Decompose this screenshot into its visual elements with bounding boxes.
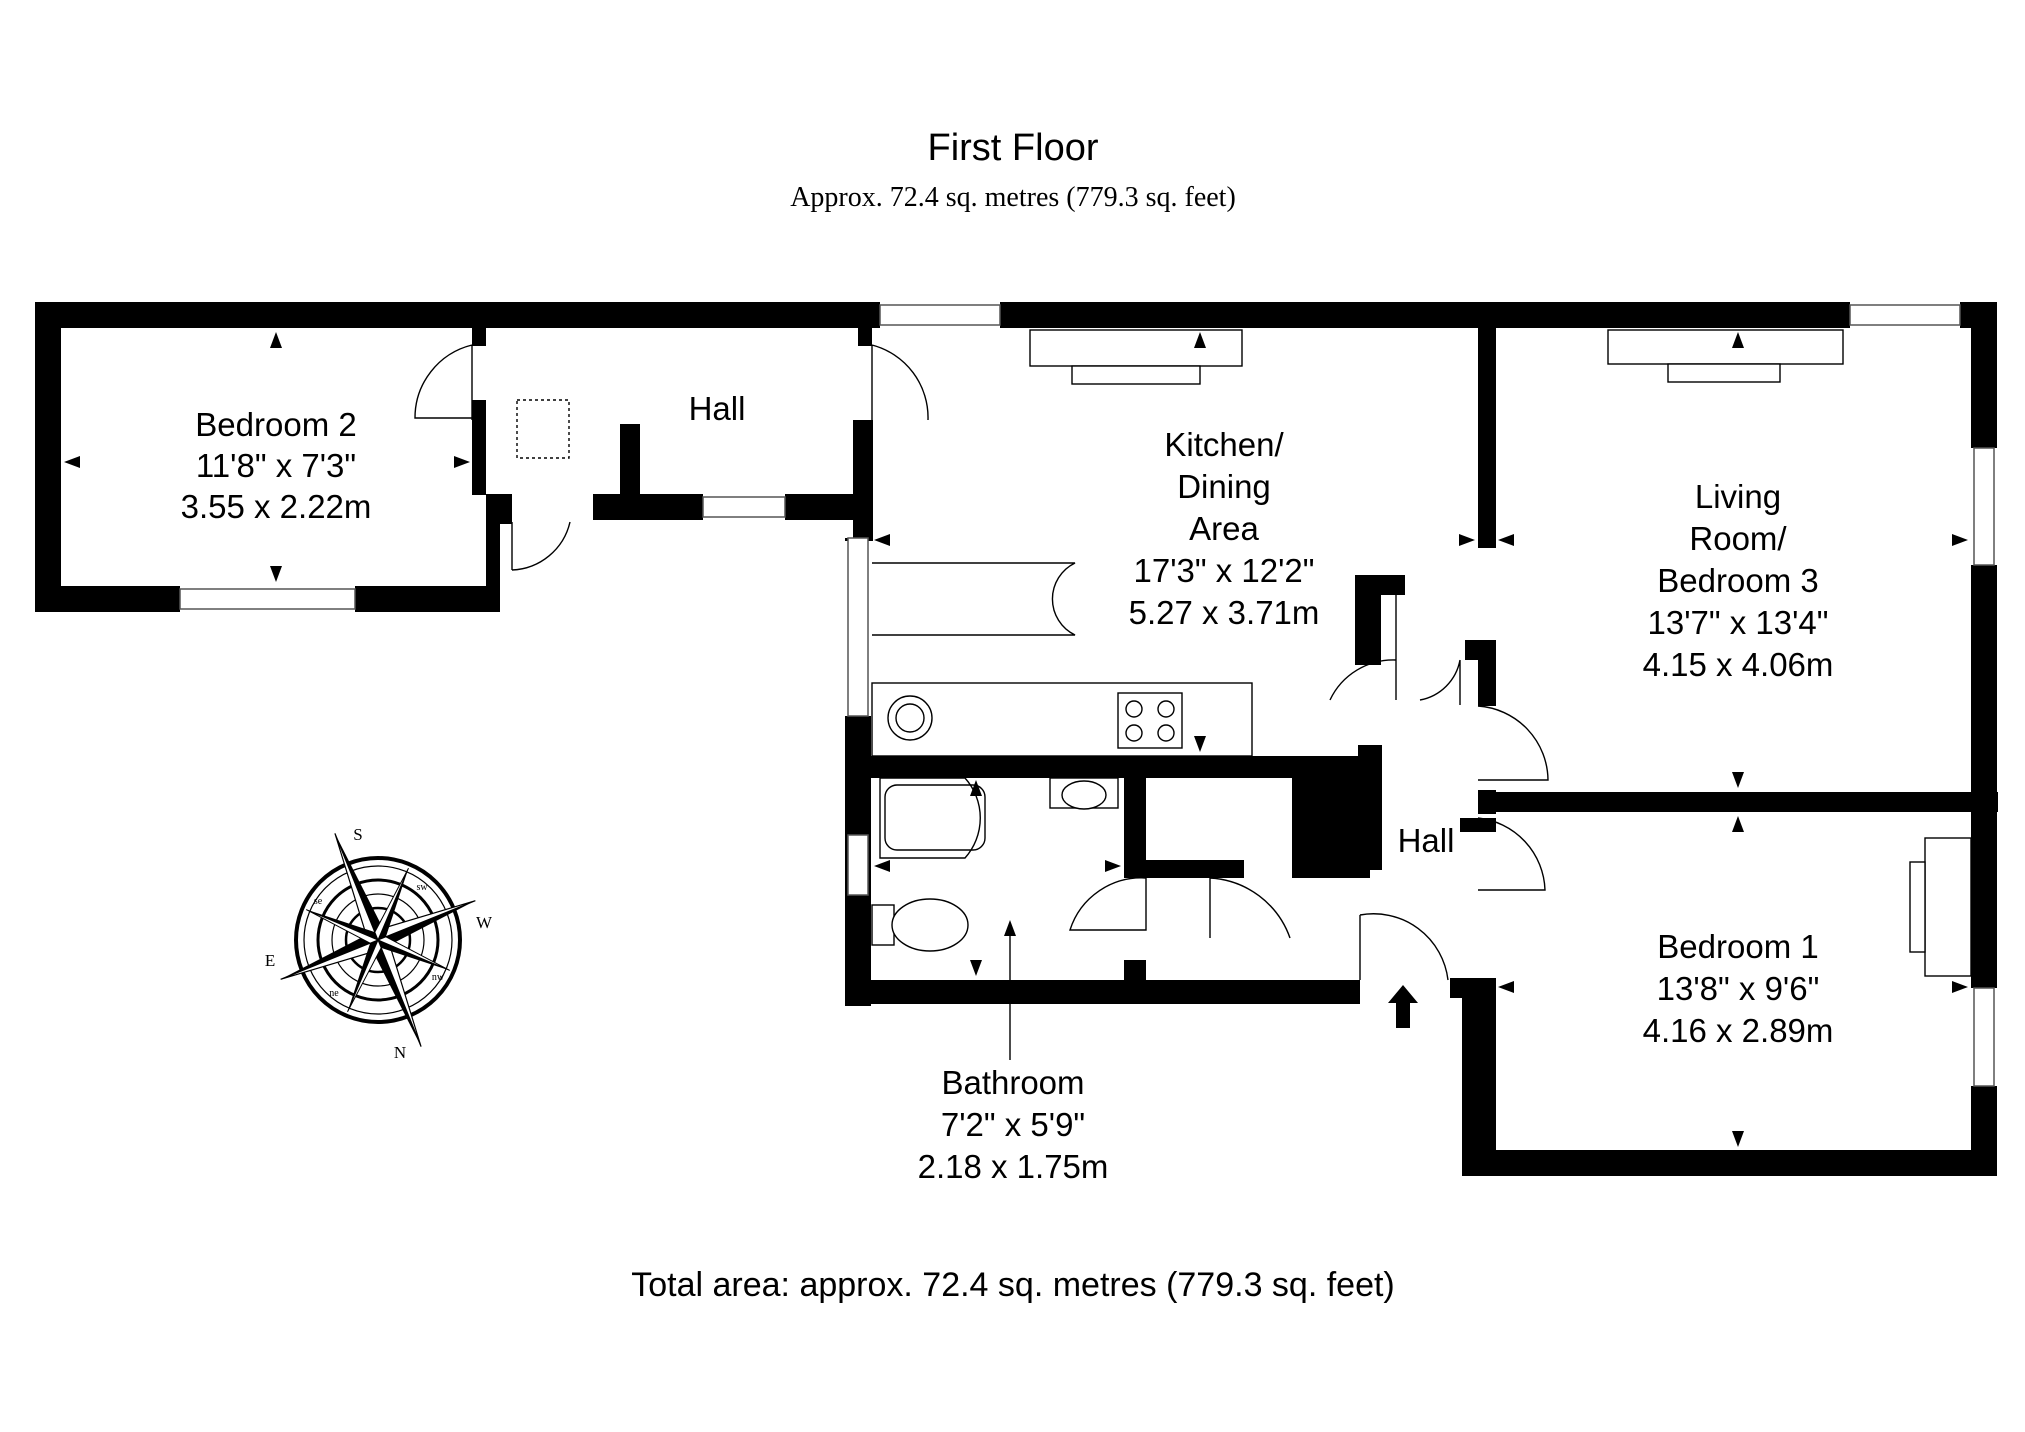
compass-rose-icon: S N W E sw se nw ne [265, 825, 493, 1062]
living-metric: 4.15 x 4.06m [1643, 646, 1834, 683]
doors [414, 344, 1549, 981]
dimension-arrows [64, 332, 1968, 1147]
kitchen-name-line3: Area [1189, 510, 1259, 547]
entrance-arrow [1388, 985, 1418, 1028]
bedroom2-imperial: 11'8" x 7'3" [196, 447, 356, 484]
bathroom-imperial: 7'2" x 5'9" [941, 1106, 1085, 1143]
bedroom1-name: Bedroom 1 [1657, 928, 1818, 965]
fixtures [516, 329, 1972, 977]
compass-nw-label: nw [432, 972, 445, 983]
compass-n-label: N [394, 1043, 406, 1062]
hall-upper-name: Hall [689, 390, 746, 427]
living-name-line1: Living [1695, 478, 1781, 515]
bedroom2-name: Bedroom 2 [195, 406, 356, 443]
compass-w-label: W [476, 913, 493, 932]
bedroom1-metric: 4.16 x 2.89m [1643, 1012, 1834, 1049]
bathroom-metric: 2.18 x 1.75m [918, 1148, 1109, 1185]
plan-title: First Floor [928, 127, 1099, 169]
kitchen-name-line1: Kitchen/ [1164, 426, 1284, 463]
windows [179, 304, 1995, 1087]
compass-sw-label: sw [416, 882, 428, 893]
compass-e-label: E [265, 951, 275, 970]
total-area: Total area: approx. 72.4 sq. metres (779… [631, 1266, 1395, 1304]
room-labels: Bedroom 2 11'8" x 7'3" 3.55 x 2.22m Hall… [181, 390, 1834, 1185]
kitchen-metric: 5.27 x 3.71m [1129, 594, 1320, 631]
hall-lower-name: Hall [1398, 822, 1455, 859]
bathroom-name: Bathroom [941, 1064, 1084, 1101]
living-name-line3: Bedroom 3 [1657, 562, 1818, 599]
bedroom1-imperial: 13'8" x 9'6" [1657, 970, 1820, 1007]
compass-ne-label: ne [329, 988, 339, 999]
kitchen-imperial: 17'3" x 12'2" [1134, 552, 1315, 589]
living-name-line2: Room/ [1689, 520, 1787, 557]
compass-s-label: S [353, 825, 362, 844]
plan-subtitle: Approx. 72.4 sq. metres (779.3 sq. feet) [790, 182, 1236, 213]
compass-se-label: se [314, 896, 323, 907]
living-imperial: 13'7" x 13'4" [1648, 604, 1829, 641]
kitchen-name-line2: Dining [1177, 468, 1271, 505]
bedroom2-metric: 3.55 x 2.22m [181, 488, 372, 525]
